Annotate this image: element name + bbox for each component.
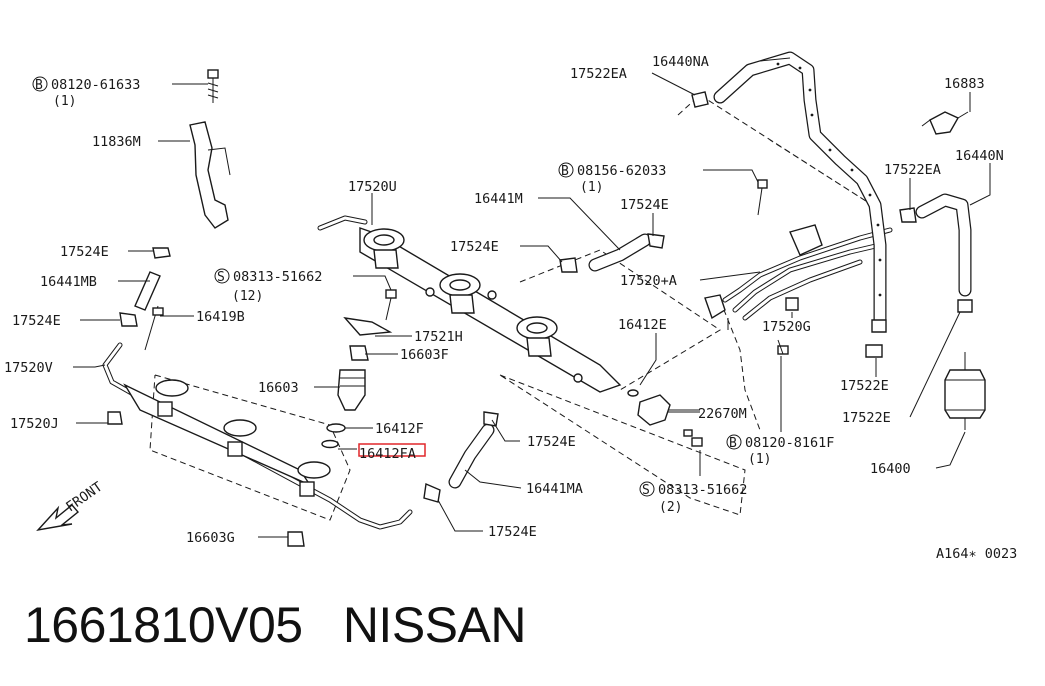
fuel-filter-16400[interactable] [944, 352, 986, 430]
oring-16412f-label[interactable]: 16412F [375, 421, 424, 437]
screw-b-qty: (2) [659, 500, 682, 515]
clip-17524e-f-label[interactable]: 17524E [488, 524, 537, 540]
gasket-16412e-label[interactable]: 16412E [618, 317, 667, 333]
hose-16441ma[interactable] [423, 411, 499, 503]
valve-16883-label[interactable]: 16883 [944, 76, 985, 92]
valve-16883[interactable] [921, 111, 969, 135]
hose-16441ma-label[interactable]: 16441MA [526, 481, 583, 497]
footer-part-number: 1661810V05 [24, 597, 303, 653]
clip-17522ea-b-label[interactable]: 17522EA [884, 162, 941, 178]
bolt-a-qty: (1) [53, 94, 76, 109]
leader-lines [73, 57, 991, 538]
grommet-17520j-label[interactable]: 17520J [10, 416, 59, 432]
clip-17524e-a-label[interactable]: 17524E [60, 244, 109, 260]
bolt-a-marker: B [35, 78, 43, 93]
assembly-outlines [149, 94, 881, 521]
injector-16603-label[interactable]: 16603 [258, 380, 299, 396]
bolt-c-marker: B [729, 436, 737, 451]
screw-marker-circle [214, 268, 230, 284]
bracket-11836m-label[interactable]: 11836M [92, 134, 141, 150]
lower-fuel-rail[interactable] [102, 342, 413, 547]
bolt-b-marker: B [561, 164, 569, 179]
pressure-regulator[interactable] [627, 389, 703, 447]
front-arrow: FRONT [36, 479, 106, 532]
bolt-a-code[interactable]: 08120-61633 [51, 77, 140, 93]
diagram-code: A164∗ 0023 [936, 546, 1017, 562]
bolt-16419b-label[interactable]: 16419B [196, 309, 245, 325]
hose-16441m-label[interactable]: 16441M [474, 191, 523, 207]
bolt-c-code[interactable]: 08120-8161F [745, 435, 834, 451]
screw-a-marker: S [217, 270, 225, 285]
bolt-b-code[interactable]: 08156-62033 [577, 163, 666, 179]
pipe-17520a-label[interactable]: 17520+A [620, 273, 677, 289]
screw-b-marker: S [642, 483, 650, 498]
hose-16441m[interactable] [559, 179, 768, 273]
footer-caption: 1661810V05 NISSAN [24, 596, 526, 654]
hose-16441mb-label[interactable]: 16441MB [40, 274, 97, 290]
filter-16400-label[interactable]: 16400 [870, 461, 911, 477]
grommet-16603g-label[interactable]: 16603G [186, 530, 235, 546]
footer-brand: NISSAN [342, 597, 527, 653]
fuel-pipe-cluster[interactable] [704, 224, 893, 355]
screw-b-code[interactable]: 08313-51662 [658, 482, 747, 498]
clip-17522e-a-label[interactable]: 17522E [840, 378, 889, 394]
pipe-17520v-label[interactable]: 17520V [4, 360, 53, 376]
hose-16440n[interactable] [865, 193, 973, 358]
clip-17524e-d-label[interactable]: 17524E [620, 197, 669, 213]
part-labels: B 08120-61633 (1) 11836M 17524E 16441MB … [4, 54, 1017, 562]
clip-17522e-b-label[interactable]: 17522E [842, 410, 891, 426]
hose-16440na[interactable] [691, 51, 887, 333]
bolt-marker-circle [32, 76, 48, 92]
regulator-22670m-label[interactable]: 22670M [698, 406, 747, 422]
bracket-assembly[interactable] [189, 69, 231, 229]
bolt-c-marker-circle [726, 434, 742, 450]
insulator-16603f-label[interactable]: 16603F [400, 347, 449, 363]
left-hose-group[interactable] [119, 247, 171, 351]
grommet-17520g-label[interactable]: 17520G [762, 319, 811, 335]
screw-b-marker-circle [639, 481, 655, 497]
bolt-c-qty: (1) [748, 452, 771, 467]
clip-17524e-b-label[interactable]: 17524E [12, 313, 61, 329]
clip-17524e-c-label[interactable]: 17524E [450, 239, 499, 255]
insulator-17521h-label[interactable]: 17521H [414, 329, 463, 345]
hose-16440na-label[interactable]: 16440NA [652, 54, 709, 70]
bolt-b-qty: (1) [580, 180, 603, 195]
rail-17520u-label[interactable]: 17520U [348, 179, 397, 195]
highlight-box [358, 443, 426, 457]
front-label: FRONT [63, 479, 105, 515]
hose-16440n-label[interactable]: 16440N [955, 148, 1004, 164]
oring-16412fa-label[interactable]: 16412FA [359, 446, 416, 462]
screw-a-qty: (12) [232, 289, 263, 304]
bolt-b-marker-circle [558, 162, 574, 178]
clip-17524e-e-label[interactable]: 17524E [527, 434, 576, 450]
upper-fuel-rail[interactable] [317, 215, 622, 393]
screw-a-code[interactable]: 08313-51662 [233, 269, 322, 285]
clip-17522ea-a-label[interactable]: 17522EA [570, 66, 627, 82]
